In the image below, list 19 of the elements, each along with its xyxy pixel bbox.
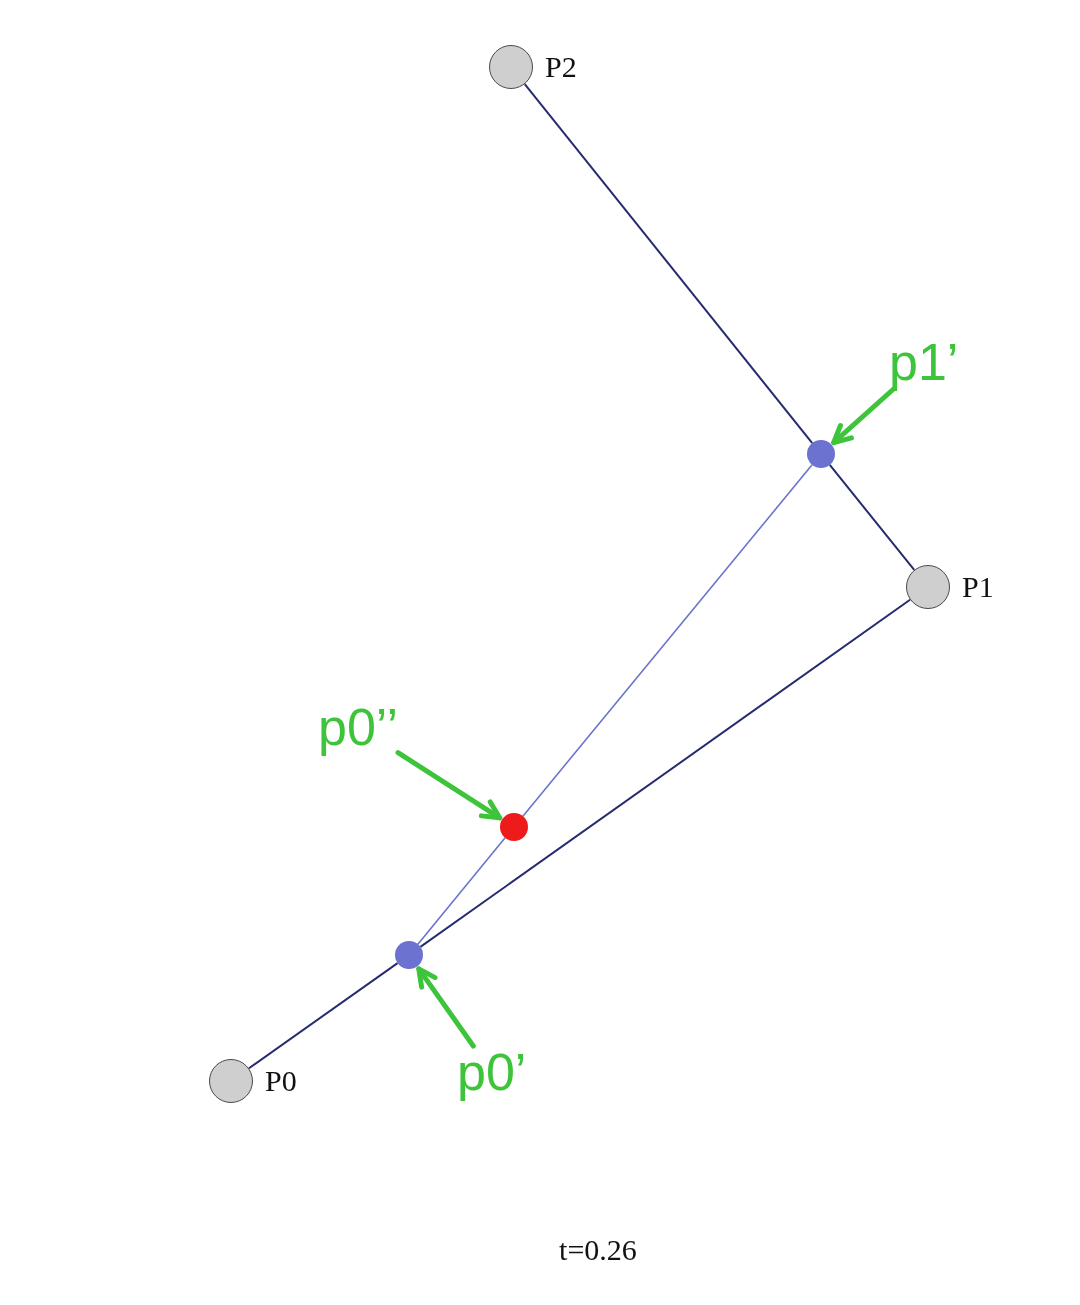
line-segment — [247, 962, 399, 1070]
point-label: P1 — [962, 572, 994, 602]
point-dot — [395, 941, 423, 969]
point-label: P2 — [545, 52, 577, 82]
line-segment — [417, 837, 506, 945]
control-point-circle — [906, 565, 950, 609]
arrow — [416, 966, 476, 1049]
line-segment — [419, 598, 912, 948]
line-segment — [828, 463, 916, 571]
arrow — [831, 385, 898, 446]
control-point-circle — [489, 45, 533, 89]
parameter-label: t=0.26 — [559, 1235, 637, 1265]
point-dot — [500, 813, 528, 841]
line-segment — [522, 464, 813, 817]
point-dot — [807, 440, 835, 468]
point-label: P0 — [265, 1066, 297, 1096]
arrow — [395, 750, 503, 821]
control-point-circle — [209, 1059, 253, 1103]
line-segment — [523, 83, 814, 445]
